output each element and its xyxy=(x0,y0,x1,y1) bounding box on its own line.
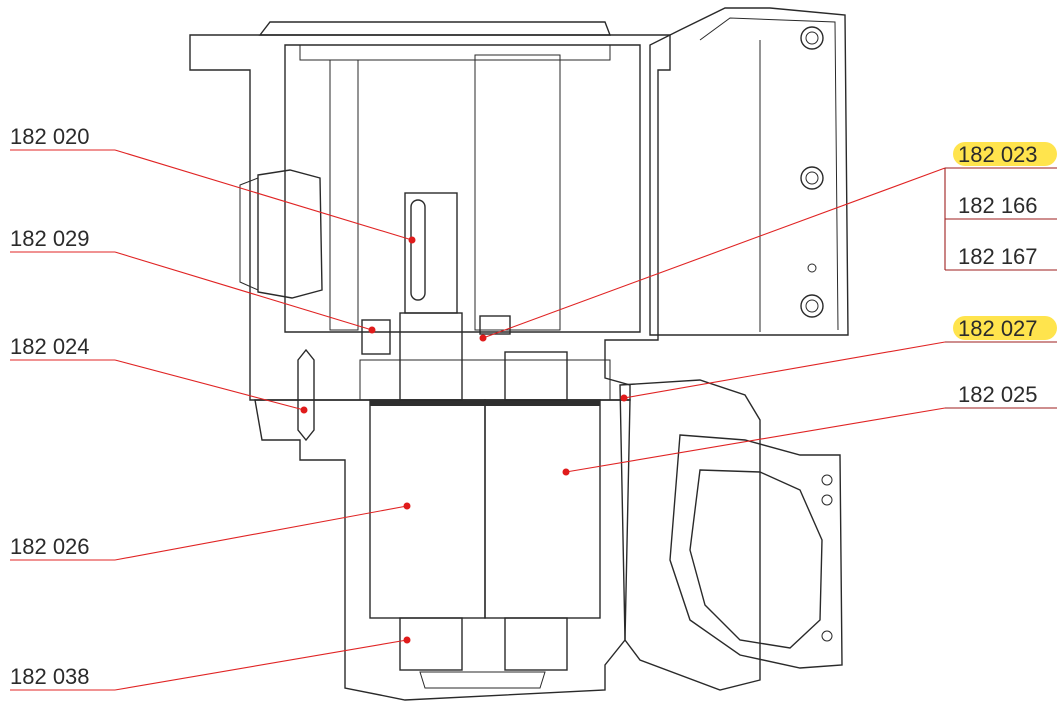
leader-lines xyxy=(10,149,1057,691)
dowel-pin xyxy=(297,348,315,442)
label-182-020: 182 020 xyxy=(10,124,90,149)
flange-housing xyxy=(619,379,843,691)
upper-housing-section xyxy=(189,21,671,401)
lower-casing-section xyxy=(254,359,631,701)
part-labels: 182 020 182 029 182 024 182 026 182 038 … xyxy=(10,124,1057,689)
drive-shaft xyxy=(399,192,568,689)
label-182-027: 182 027 xyxy=(958,316,1038,341)
label-182-029: 182 029 xyxy=(10,226,90,251)
label-182-025: 182 025 xyxy=(958,382,1038,407)
label-182-024: 182 024 xyxy=(10,334,90,359)
label-182-167: 182 167 xyxy=(958,244,1038,269)
highlight-182-023 xyxy=(953,142,1057,166)
label-182-026: 182 026 xyxy=(10,534,90,559)
mounting-bracket xyxy=(649,7,849,336)
highlight-182-027 xyxy=(953,316,1057,340)
label-182-166: 182 166 xyxy=(958,193,1038,218)
helical-gears xyxy=(369,399,601,619)
label-182-038: 182 038 xyxy=(10,664,90,689)
label-182-023: 182 023 xyxy=(958,142,1038,167)
